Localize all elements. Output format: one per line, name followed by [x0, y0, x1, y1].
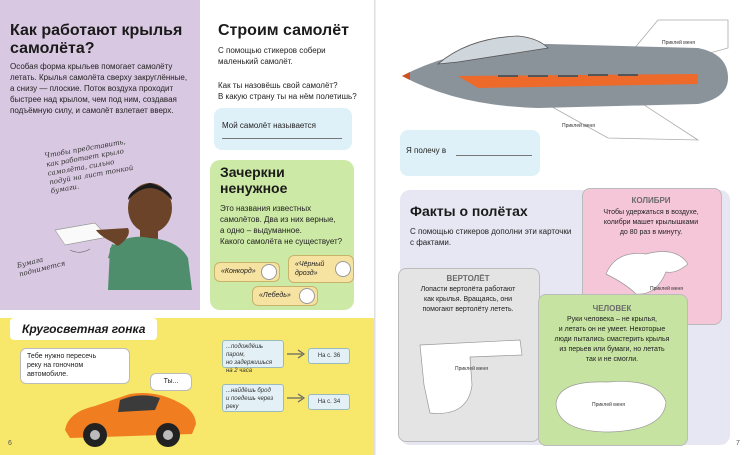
build-questions: Как ты назовёшь свой самолёт? В какую ст…	[218, 81, 357, 101]
sticker-label-tail: Приклей меня	[662, 40, 695, 46]
wings-text: Особая форма крыльев помогает самолёту л…	[10, 62, 188, 115]
fly-to-input[interactable]	[456, 155, 532, 156]
sticker-label-wing: Приклей меня	[562, 123, 595, 129]
build-text: С помощью стикеров собери маленький само…	[218, 46, 326, 66]
plane-name-box	[214, 108, 352, 150]
sticker-slot-helicopter[interactable]	[410, 325, 530, 425]
cross-out-panel	[210, 160, 354, 310]
page-number-left: 6	[8, 440, 12, 447]
facts-text: С помощью стикеров дополни эти карточки …	[410, 227, 572, 247]
sticker-slot-hummingbird[interactable]	[596, 244, 696, 304]
race-you-bubble: Ты...	[150, 373, 192, 391]
arrow-right-icon	[287, 393, 306, 403]
answer-circle[interactable]	[335, 261, 351, 277]
page-number-right: 7	[736, 440, 740, 447]
race-option-ford[interactable]: ...найдёшь брод и поедешь через реку	[222, 384, 284, 412]
arrow-right-icon	[287, 349, 306, 359]
card-hummingbird-title: КОЛИБРИ	[631, 196, 671, 205]
race-title: Кругосветная гонка	[10, 318, 158, 340]
sticker-slot-human[interactable]	[548, 374, 672, 438]
cross-text: Это названия известных самолётов. Два из…	[220, 204, 343, 246]
cross-title: Зачеркни ненужное	[220, 164, 288, 196]
race-car-illustration	[65, 393, 196, 447]
race-option-ferry[interactable]: ...подождёшь паром, но задержишься на 2 …	[222, 340, 284, 374]
jet-illustration	[402, 19, 729, 141]
build-title: Строим самолёт	[218, 22, 349, 39]
plane-name-label: Мой самолёт называется	[222, 121, 317, 130]
plane-name-input[interactable]	[222, 138, 342, 139]
plane-option-blackbird[interactable]: «Чёрный дрозд»	[288, 255, 354, 283]
card-helicopter-title: ВЕРТОЛЁТ	[446, 274, 490, 283]
plane-option-swan[interactable]: «Лебедь»	[252, 286, 318, 306]
boy-blowing-illustration	[96, 183, 192, 290]
card-human-text: Руки человека – не крылья, и летать он н…	[554, 316, 670, 363]
sticker-label-human: Приклей меня	[592, 402, 625, 408]
race-intro-bubble: Тебе нужно пересечь реку на гоночном авт…	[20, 348, 130, 384]
card-human-title: ЧЕЛОВЕК	[592, 304, 632, 313]
plane-option-concorde[interactable]: «Конкорд»	[214, 262, 280, 282]
fly-to-box	[400, 130, 540, 176]
card-helicopter-text: Лопасти вертолёта работают как крылья. В…	[420, 286, 516, 313]
card-hummingbird-text: Чтобы удержаться в воздухе, колибри маше…	[603, 209, 699, 236]
race-goto-34[interactable]: На с. 34	[308, 394, 350, 410]
race-goto-36[interactable]: На с. 36	[308, 348, 350, 364]
wings-title: Как работают крылья самолёта?	[10, 22, 183, 57]
spread-divider	[374, 0, 376, 455]
answer-circle[interactable]	[261, 264, 277, 280]
answer-circle[interactable]	[299, 288, 315, 304]
sticker-label-hummingbird: Приклей меня	[650, 286, 683, 292]
sticker-label-helicopter: Приклей меня	[455, 366, 488, 372]
facts-title: Факты о полётах	[410, 203, 528, 219]
fly-to-label: Я полечу в	[406, 146, 447, 155]
